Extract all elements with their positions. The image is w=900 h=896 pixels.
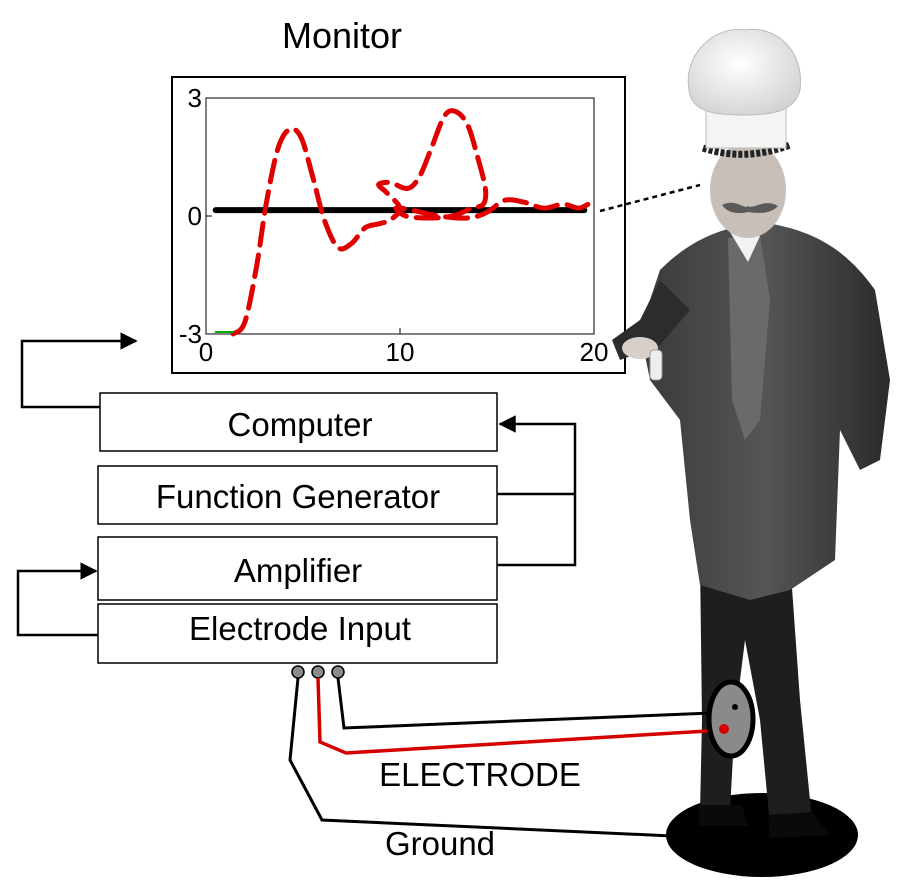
person-collar [730,232,760,262]
electrode-disc [706,679,756,759]
monitor-title: Monitor [282,15,402,56]
block-computer-label: Computer [228,406,373,443]
block-electrode-input: Electrode Input [97,603,498,664]
x-tick-label: 0 [199,337,213,367]
block-function-generator-label: Function Generator [156,478,440,515]
y-tick-label: -3 [179,319,202,349]
terminal-signal [311,665,325,679]
block-computer: Computer [99,392,498,452]
electrode-label: ELECTRODE [379,756,581,793]
terminal-ground [291,665,305,679]
x-tick-label: 10 [386,337,415,367]
wire-ground [288,677,673,838]
person-jacket [640,222,890,600]
wire-signal [316,677,725,755]
person-legs [700,560,812,835]
monitor-frame [171,76,626,374]
eeg-signal-series [230,108,591,337]
y-tick-label: 3 [188,83,202,113]
person-vest [728,235,770,440]
arrow-electrode-to-amplifier [16,562,98,637]
y-tick-label: 0 [188,201,202,231]
arrow-computer-to-monitor [20,332,138,409]
block-function-generator: Function Generator [97,465,498,525]
block-electrode-input-label: Electrode Input [189,610,411,647]
block-amplifier: Amplifier [97,536,498,601]
chart-series [212,108,591,337]
block-amplifier-label: Amplifier [234,552,362,589]
person-head [710,142,786,238]
person-mustache [722,202,778,214]
chef-hat-top [687,28,802,116]
person-hand [622,337,658,359]
person-illustration [612,28,890,877]
ground-label: Ground [385,825,495,862]
person-shoes [698,805,830,838]
x-tick-label: 20 [580,337,609,367]
cuff [649,349,663,381]
wire-reference [336,677,737,730]
terminal-reference [331,665,345,679]
